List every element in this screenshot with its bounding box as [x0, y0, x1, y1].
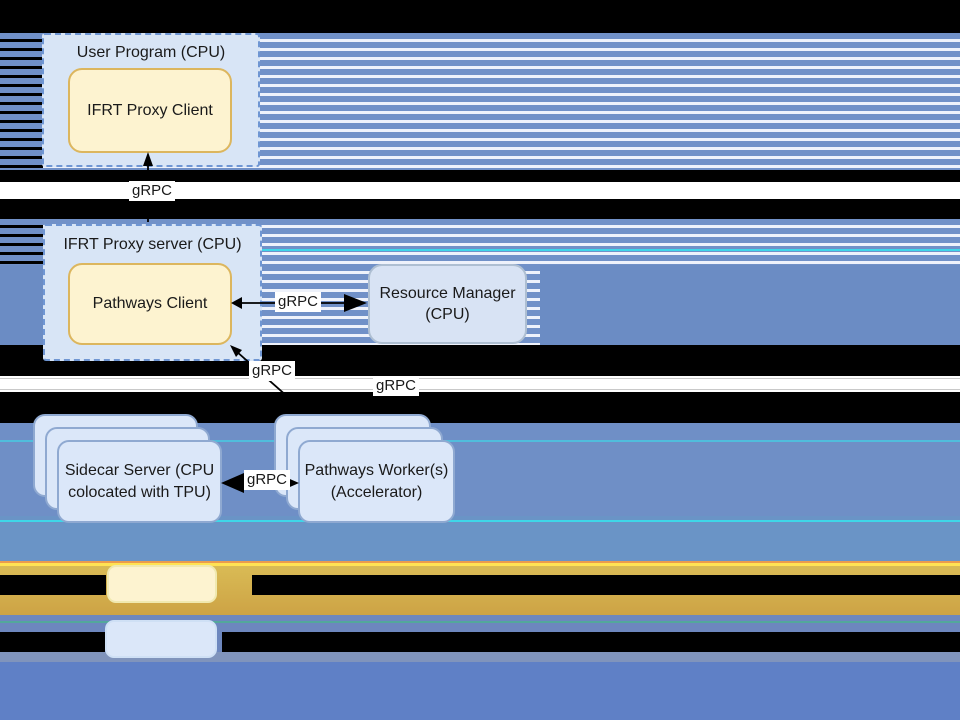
- cyan-line-c: [0, 520, 960, 522]
- resource-manager-line2: (CPU): [425, 306, 470, 323]
- legend-swatch-yellow: [107, 565, 217, 603]
- band-stripes-top-left: [0, 33, 43, 170]
- redact-gold-right: [252, 575, 960, 595]
- redact-blue-right: [222, 632, 960, 652]
- band-black-a: [0, 170, 960, 182]
- ifrt-proxy-client-label: IFRT Proxy Client: [87, 101, 213, 119]
- band-blue-bottom: [0, 662, 960, 720]
- sidecar-server-line1: Sidecar Server (CPU: [64, 461, 215, 479]
- band-stripes-mid-left: [0, 219, 43, 265]
- pathways-worker-line1: Pathways Worker(s): [304, 461, 449, 479]
- cyan-line-a: [245, 249, 960, 251]
- hairline-a: [0, 378, 960, 379]
- band-black-b: [0, 199, 960, 219]
- band-white-a: [0, 182, 960, 199]
- pathways-client-label: Pathways Client: [92, 295, 208, 312]
- band-solid-c: [0, 516, 960, 561]
- hairline-b: [0, 389, 960, 390]
- resource-manager-line1: Resource Manager: [379, 285, 516, 302]
- gold-line-yellow: [0, 563, 960, 566]
- sidecar-server-line2: colocated with TPU): [68, 483, 211, 501]
- redact-blue-left: [0, 632, 105, 652]
- teal-line: [0, 621, 960, 623]
- redact-gold-left: [0, 575, 106, 595]
- legend-swatch-blue: [105, 620, 217, 658]
- pathways-worker-box: Pathways Worker(s) (Accelerator): [298, 440, 455, 523]
- grpc-label-client-worker: gRPC: [249, 361, 296, 381]
- band-white-b: [0, 376, 960, 392]
- pathways-client-box: Pathways Client: [68, 263, 232, 345]
- grpc-label-sidecar-worker: gRPC: [244, 470, 291, 490]
- grpc-label-client-rm: gRPC: [275, 292, 322, 312]
- resource-manager-box: Resource Manager (CPU): [368, 264, 527, 344]
- ifrt-proxy-client-box: IFRT Proxy Client: [68, 68, 232, 153]
- ifrt-proxy-server-title: IFRT Proxy server (CPU): [63, 236, 242, 253]
- pathways-worker-line2: (Accelerator): [330, 483, 423, 501]
- gold-line-orange: [0, 561, 960, 563]
- cyan-line-b: [0, 440, 960, 442]
- band-gray-blue: [0, 652, 960, 662]
- band-black-top: [0, 0, 960, 33]
- grpc-label-rm-worker: gRPC: [373, 376, 420, 396]
- sidecar-server-box: Sidecar Server (CPU colocated with TPU): [57, 440, 222, 523]
- grpc-label-proxy-client: gRPC: [129, 181, 176, 201]
- user-program-title: User Program (CPU): [76, 44, 226, 61]
